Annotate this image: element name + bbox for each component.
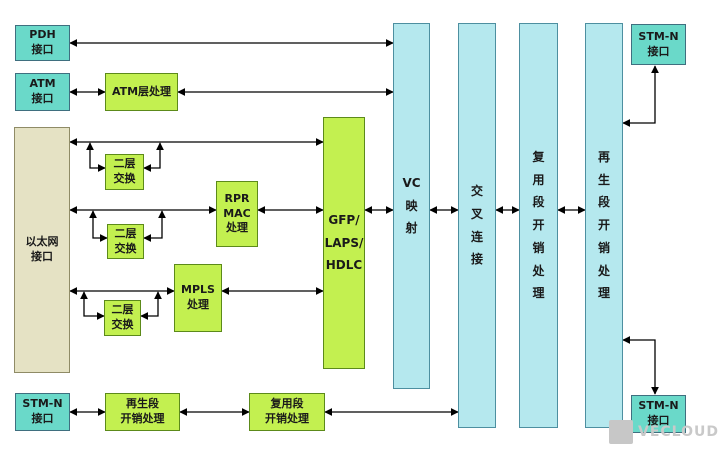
stm-n-interface-bottom-left: STM-N 接口 — [15, 393, 70, 431]
mpls-processing-box: MPLS 处理 — [174, 264, 222, 332]
ethernet-interface-box: 以太网 接口 — [14, 127, 70, 373]
regenerator-section-overhead-column: 再 生 段 开 销 处 理 — [585, 23, 623, 428]
stm-n-interface-bottom-right: STM-N 接口 — [631, 395, 686, 433]
arrow-l2a-left — [86, 142, 106, 172]
pdh-interface-box: PDH 接口 — [15, 25, 70, 61]
atm-layer-processing-box: ATM层处理 — [105, 73, 178, 111]
layer2-switch-box-2: 二层 交换 — [107, 224, 144, 259]
stm-n-interface-top-right: STM-N 接口 — [631, 24, 686, 65]
arrow-l2a-right — [143, 142, 164, 172]
arrow-l2c-left — [80, 291, 105, 320]
watermark-logo-icon — [609, 420, 633, 444]
multiplex-section-overhead-column: 复 用 段 开 销 处 理 — [519, 23, 558, 428]
cross-connect-column: 交 叉 连 接 — [458, 23, 496, 428]
arrow-regen-stmbr — [622, 336, 659, 395]
arrow-l2b-right — [143, 210, 166, 242]
multiplex-section-processing-box: 复用段 开销处理 — [249, 393, 325, 431]
rpr-mac-processing-box: RPR MAC 处理 — [216, 181, 258, 247]
arrow-regen-stmtop — [622, 65, 659, 127]
gfp-laps-hdlc-box: GFP/ LAPS/ HDLC — [323, 117, 365, 369]
layer2-switch-box-3: 二层 交换 — [104, 300, 141, 336]
atm-interface-box: ATM 接口 — [15, 73, 70, 111]
layer2-switch-box-1: 二层 交换 — [105, 154, 144, 190]
watermark-text: VECLOUD — [638, 424, 719, 440]
regenerator-section-processing-box: 再生段 开销处理 — [105, 393, 180, 431]
arrow-l2c-right — [140, 291, 162, 320]
vc-mapping-column: VC 映 射 — [393, 23, 430, 389]
arrow-l2b-left — [89, 210, 108, 242]
